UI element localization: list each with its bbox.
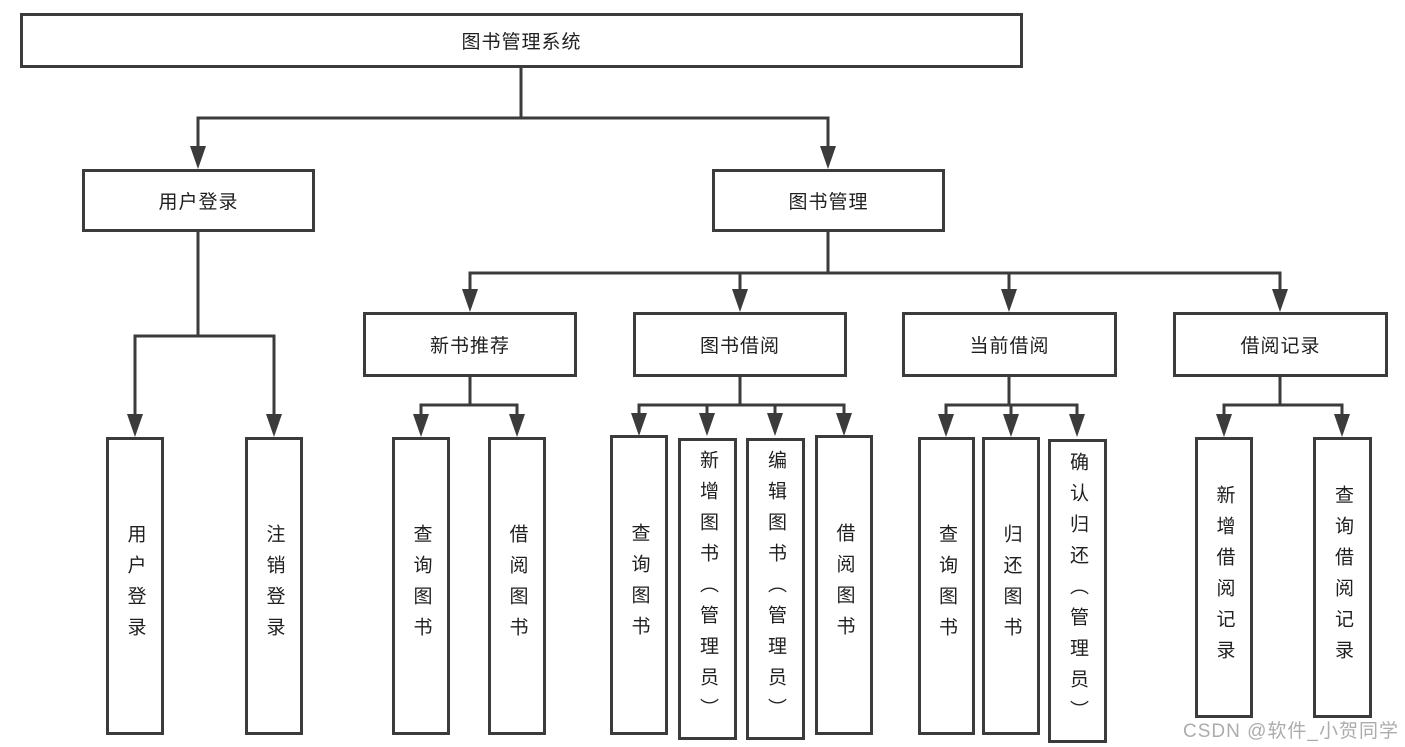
- node-label: 借阅图书: [833, 523, 855, 647]
- node-label: 借阅图书: [506, 524, 528, 648]
- leaf-query-borrow-record: 查询借阅记录: [1313, 437, 1372, 718]
- leaf-return-books: 归还图书: [982, 437, 1040, 735]
- node-label: 图书管理系统: [461, 32, 582, 53]
- node-label: 新书推荐: [429, 336, 510, 357]
- leaf-borrow-books-borrowing: 借阅图书: [815, 435, 873, 735]
- node-label: 确认归还（管理员）: [1067, 451, 1088, 731]
- node-label: 归还图书: [1000, 524, 1022, 648]
- leaf-add-borrow-record: 新增借阅记录: [1195, 437, 1253, 718]
- leaf-confirm-return-admin: 确认归还（管理员）: [1048, 439, 1107, 743]
- node-user-login: 用户登录: [82, 169, 315, 232]
- node-book-borrowing: 图书借阅: [633, 312, 847, 377]
- node-label: 注销登录: [263, 524, 285, 648]
- node-label: 查询图书: [936, 524, 957, 648]
- leaf-add-book-admin: 新增图书（管理员）: [678, 438, 737, 740]
- node-book-management: 图书管理: [712, 169, 945, 232]
- node-label: 编辑图书（管理员）: [765, 449, 786, 729]
- node-label: 借阅记录: [1240, 336, 1321, 357]
- node-label: 查询借阅记录: [1332, 484, 1353, 671]
- node-library-management-system: 图书管理系统: [20, 13, 1023, 68]
- node-label: 新增借阅记录: [1213, 484, 1235, 671]
- leaf-user-login: 用户登录: [106, 437, 164, 735]
- leaf-edit-book-admin: 编辑图书（管理员）: [746, 438, 805, 740]
- node-borrowing-records: 借阅记录: [1173, 312, 1388, 377]
- node-label: 当前借阅: [969, 336, 1050, 357]
- node-label: 新增图书（管理员）: [697, 449, 718, 729]
- leaf-borrow-books-recommend: 借阅图书: [488, 437, 546, 735]
- node-label: 用户登录: [158, 192, 239, 213]
- node-label: 用户登录: [124, 524, 146, 648]
- node-label: 图书管理: [788, 192, 869, 213]
- node-label: 查询图书: [628, 523, 650, 647]
- leaf-logout: 注销登录: [245, 437, 303, 735]
- leaf-query-books-recommend: 查询图书: [392, 437, 450, 735]
- node-current-borrowing: 当前借阅: [902, 312, 1117, 377]
- node-new-book-recommend: 新书推荐: [363, 312, 577, 377]
- leaf-query-books-current: 查询图书: [918, 437, 975, 735]
- leaf-query-books-borrowing: 查询图书: [610, 435, 668, 735]
- node-label: 查询图书: [410, 524, 432, 648]
- node-label: 图书借阅: [699, 336, 780, 357]
